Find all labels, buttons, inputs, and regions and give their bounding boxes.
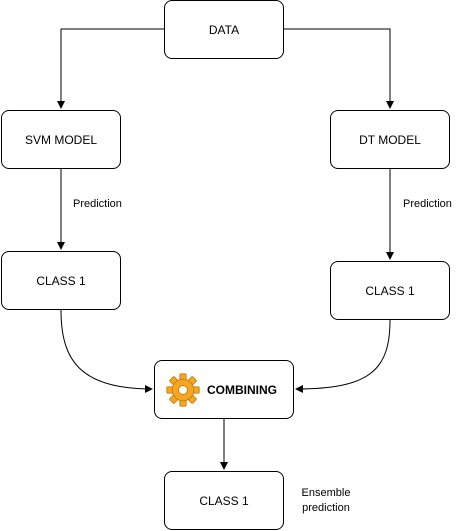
node-class-right-label: CLASS 1 <box>365 283 415 298</box>
edge-data-to-svm <box>57 28 164 109</box>
node-dt-model-label: DT MODEL <box>359 132 421 147</box>
edge-class-right-to-combining <box>295 319 391 393</box>
node-class-left: CLASS 1 <box>1 251 121 310</box>
edge-class-left-to-combining <box>60 309 153 393</box>
node-final-class: CLASS 1 <box>164 471 284 530</box>
node-combining: COMBINING <box>154 360 294 419</box>
edge-label-left-prediction: Prediction <box>73 198 122 210</box>
gear-icon <box>166 372 200 407</box>
edge-label-right-prediction: Prediction <box>403 198 452 210</box>
node-final-class-label: CLASS 1 <box>199 493 249 508</box>
node-class-left-label: CLASS 1 <box>36 273 86 288</box>
node-dt-model: DT MODEL <box>330 110 450 169</box>
ensemble-label-line2: prediction <box>302 502 350 514</box>
node-data: DATA <box>164 0 284 59</box>
node-svm-model: SVM MODEL <box>1 110 121 169</box>
edge-label-ensemble-prediction: Ensemble prediction <box>296 486 356 516</box>
ensemble-label-line1: Ensemble <box>301 487 351 499</box>
node-class-right: CLASS 1 <box>330 261 450 320</box>
edge-data-to-dt <box>284 28 394 109</box>
node-svm-model-label: SVM MODEL <box>24 132 97 147</box>
node-combining-label: COMBINING <box>207 382 277 397</box>
node-data-label: DATA <box>208 22 240 37</box>
